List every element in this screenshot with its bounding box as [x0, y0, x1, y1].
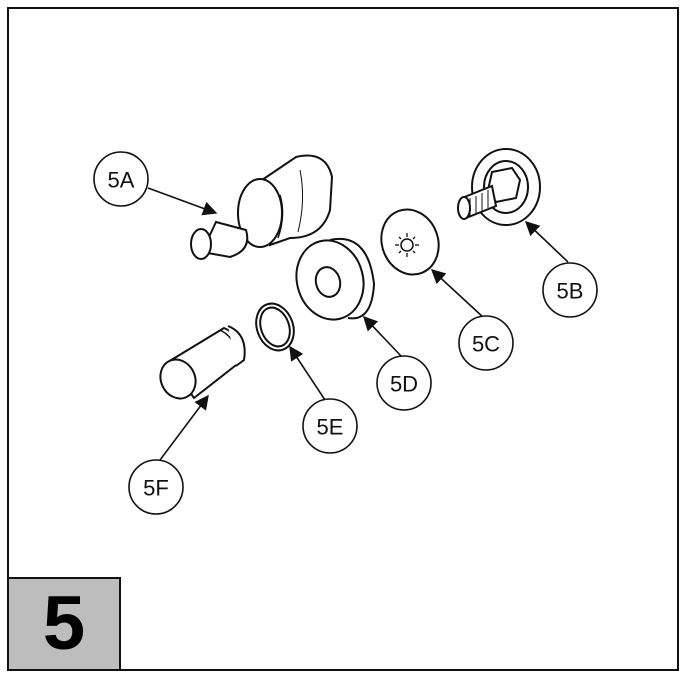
callout-5d: 5D — [376, 355, 432, 411]
callout-5e-label: 5E — [317, 415, 344, 440]
step-number-box: 5 — [7, 577, 121, 671]
leader-lines — [147, 187, 569, 461]
callout-5b: 5B — [542, 262, 598, 318]
callout-5b-label: 5B — [557, 279, 584, 304]
callout-5c-label: 5C — [472, 332, 500, 357]
part-5c-star-washer — [380, 208, 440, 276]
callout-5d-label: 5D — [390, 372, 418, 397]
callout-5a: 5A — [93, 151, 149, 207]
leader-5a — [147, 187, 218, 216]
step-number: 5 — [42, 581, 86, 666]
leader-5c — [430, 269, 485, 319]
callout-5a-label: 5A — [108, 168, 135, 193]
callout-5e: 5E — [302, 398, 358, 454]
part-5e-o-ring — [255, 302, 295, 352]
diagram-frame — [7, 7, 679, 671]
part-5a-adapter — [190, 154, 334, 260]
leader-5b — [524, 221, 569, 263]
leader-5e — [289, 345, 326, 401]
part-5f-plug — [159, 325, 246, 400]
leader-5d — [363, 315, 403, 358]
callout-5c: 5C — [458, 315, 514, 371]
callout-5f: 5F — [128, 459, 184, 515]
part-5b-valve-stem — [457, 148, 541, 226]
leader-5f — [159, 394, 209, 461]
part-5d-thick-washer — [295, 238, 376, 321]
callout-5f-label: 5F — [143, 476, 169, 501]
